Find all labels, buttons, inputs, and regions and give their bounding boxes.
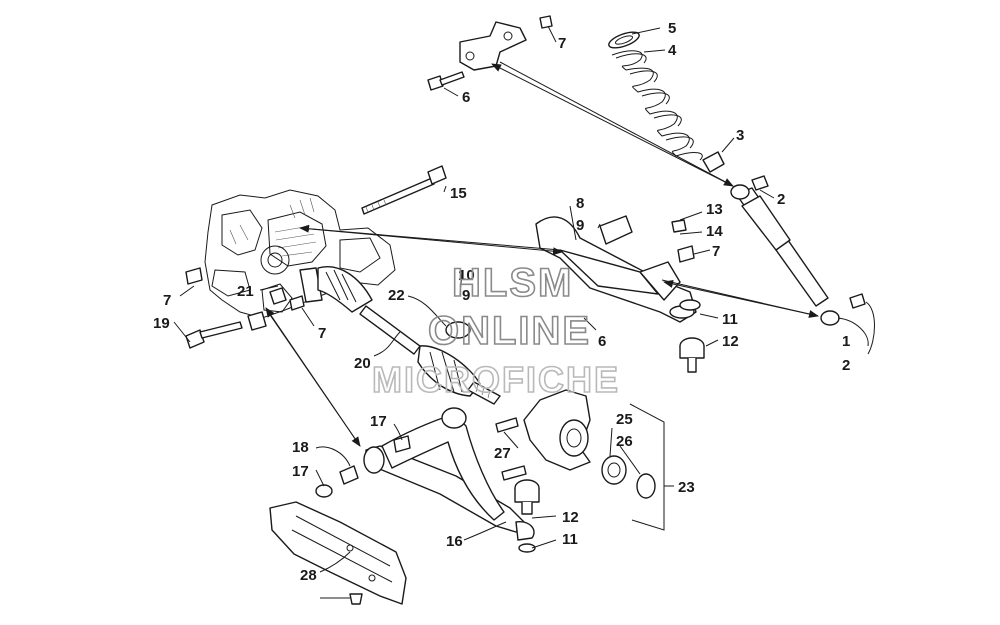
upper-ball-joint bbox=[679, 299, 705, 373]
callout-11-bottom: 11 bbox=[562, 531, 578, 548]
upper-a-arm bbox=[535, 215, 697, 323]
callout-7-right: 7 bbox=[712, 243, 720, 260]
callout-13: 13 bbox=[706, 201, 723, 218]
steering-knuckle bbox=[495, 389, 591, 481]
frame-assembly bbox=[204, 189, 396, 319]
callout-3: 3 bbox=[736, 127, 744, 144]
long-bolt bbox=[361, 165, 447, 215]
callout-19: 19 bbox=[153, 315, 170, 332]
callout-17-top: 17 bbox=[370, 413, 387, 430]
callout-9-top: 9 bbox=[576, 217, 584, 234]
watermark: HLSM ONLINE MICROFICHE bbox=[371, 260, 620, 401]
callout-2-top: 2 bbox=[777, 191, 785, 208]
assembly-arrows bbox=[265, 61, 819, 447]
leader-lines bbox=[173, 25, 875, 599]
lower-ball-joint bbox=[514, 479, 540, 553]
callout-16: 16 bbox=[446, 533, 463, 550]
lower-a-arm bbox=[315, 407, 535, 541]
callout-23: 23 bbox=[678, 479, 695, 496]
callout-7-lower: 7 bbox=[318, 325, 326, 342]
callout-8: 8 bbox=[576, 195, 584, 212]
callout-25: 26 bbox=[616, 433, 633, 450]
frame-fasteners bbox=[185, 267, 305, 349]
callout-14: 14 bbox=[706, 223, 723, 240]
watermark-line-3: MICROFICHE bbox=[372, 359, 620, 400]
wheel-bearing bbox=[601, 403, 665, 531]
shock-absorber bbox=[730, 175, 866, 326]
callout-26: 27 bbox=[494, 445, 511, 462]
coil-spring bbox=[608, 31, 725, 173]
callout-9-mid: 9 bbox=[462, 287, 470, 304]
watermark-line-1: HLSM bbox=[452, 261, 573, 305]
callout-24: 25 bbox=[616, 411, 633, 428]
callout-10: 10 bbox=[458, 267, 475, 284]
watermark-line-2: ONLINE bbox=[428, 309, 591, 353]
callout-7-top: 7 bbox=[558, 35, 566, 52]
callout-21: 21 bbox=[237, 283, 254, 300]
callout-4: 4 bbox=[668, 42, 677, 59]
callout-12-top: 12 bbox=[722, 333, 739, 350]
callout-15: 15 bbox=[450, 185, 467, 202]
callout-11-top: 11 bbox=[722, 311, 738, 328]
callout-1: 1 bbox=[842, 333, 850, 350]
callout-27: 28 bbox=[300, 567, 317, 584]
callout-12-bottom: 12 bbox=[562, 509, 579, 526]
callout-labels: 5 4 3 7 6 2 1 2 8 9 13 14 7 11 12 6 15 7… bbox=[153, 20, 850, 584]
callout-7-left: 7 bbox=[163, 292, 171, 309]
callout-22: 22 bbox=[388, 287, 405, 304]
shock-bracket bbox=[427, 15, 553, 91]
callout-17-bottom: 17 bbox=[292, 463, 309, 480]
skid-plate bbox=[269, 501, 407, 605]
callout-2-bottom: 2 bbox=[842, 357, 850, 374]
callout-6-top: 6 bbox=[462, 89, 470, 106]
callout-20: 20 bbox=[354, 355, 371, 372]
cv-axle bbox=[269, 266, 501, 405]
callout-6-mid: 6 bbox=[598, 333, 606, 350]
callout-18: 18 bbox=[292, 439, 309, 456]
callout-5: 5 bbox=[668, 20, 676, 37]
